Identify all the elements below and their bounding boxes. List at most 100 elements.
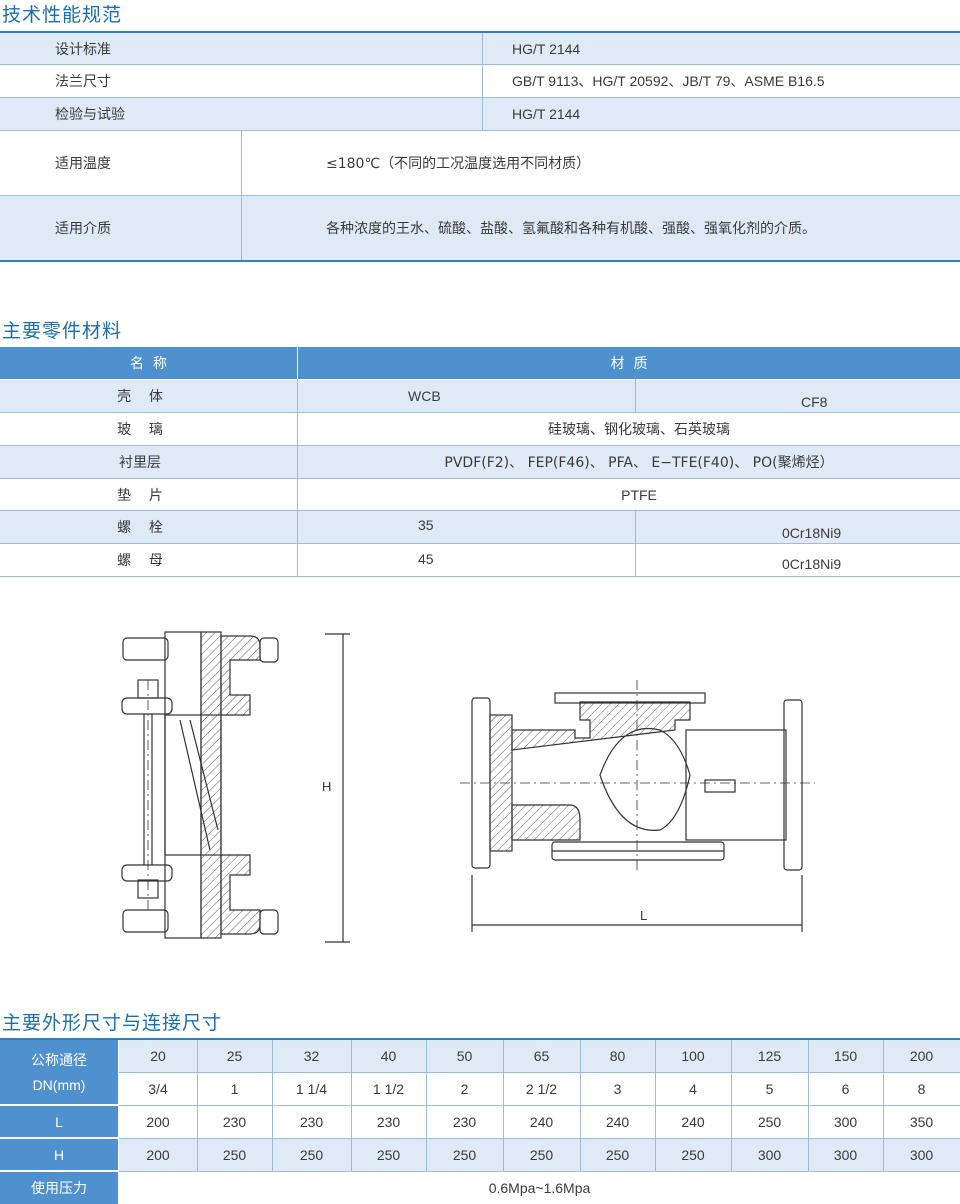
dims-cell-l: 300 [833, 1114, 858, 1130]
spec-row-band [0, 33, 960, 64]
dims-row-band [119, 1040, 960, 1072]
col-divider [503, 1040, 504, 1171]
dims-dn-label-1: 公称通径 [31, 1053, 87, 1069]
dims-cell-dn: 200 [909, 1048, 934, 1064]
col-divider [351, 1040, 352, 1171]
row-divider [119, 1138, 960, 1139]
material-name-nut: 螺 母 [117, 553, 163, 569]
row-divider [0, 478, 960, 479]
dims-cell-l: 230 [452, 1114, 477, 1130]
row-divider [0, 412, 960, 413]
dims-cell-inch: 2 [460, 1081, 469, 1097]
dims-cell-h: 250 [299, 1147, 324, 1163]
dims-top-rule [0, 1038, 960, 1040]
dims-cell-h: 200 [146, 1147, 170, 1163]
dims-cell-inch: 1 1/2 [372, 1081, 405, 1097]
materials-header-material: 材 质 [610, 356, 648, 372]
dims-cell-inch: 1 [230, 1081, 239, 1097]
dims-cell-dn: 40 [380, 1048, 397, 1064]
spec-label-flange-size: 法兰尺寸 [55, 74, 111, 90]
dims-cell-inch: 1 1/4 [295, 1081, 328, 1097]
dims-cell-dn: 25 [226, 1048, 243, 1064]
dims-cell-dn: 100 [681, 1048, 705, 1064]
dims-h-label: H [53, 1146, 65, 1163]
dims-cell-inch: 4 [689, 1081, 697, 1097]
col-divider [482, 33, 483, 130]
dims-cell-l: 200 [146, 1114, 170, 1130]
col-divider [241, 130, 242, 260]
dims-label-dn [0, 1040, 118, 1104]
col-divider [272, 1040, 273, 1171]
col-divider [580, 1040, 581, 1171]
dims-cell-h: 300 [909, 1147, 934, 1163]
dims-cell-inch: 2 1/2 [525, 1081, 558, 1097]
dims-cell-inch: 8 [917, 1081, 926, 1097]
materials-row-band [0, 380, 960, 412]
row-divider [0, 576, 960, 577]
header-divider [297, 347, 298, 379]
material-nut-b: 0Cr18Ni9 [782, 556, 842, 572]
row-divider [119, 1171, 960, 1172]
dims-cell-l: 230 [376, 1114, 401, 1130]
spec-label-medium: 适用介质 [55, 221, 111, 237]
materials-section-title: 主要零件材料 [2, 320, 123, 342]
drawing-l-label: L [640, 907, 648, 923]
dims-cell-dn: 150 [833, 1048, 858, 1064]
dims-cell-h: 300 [757, 1147, 782, 1163]
material-name-bolt: 螺 栓 [117, 520, 163, 536]
materials-header-bar [0, 347, 960, 379]
dims-cell-dn: 50 [456, 1048, 473, 1064]
dims-cell-dn: 32 [303, 1048, 320, 1064]
materials-row-band [0, 511, 960, 543]
col-divider [808, 1040, 809, 1171]
col-divider [197, 1040, 198, 1171]
dims-cell-inch: 3/4 [148, 1081, 168, 1097]
dims-row-band [119, 1138, 960, 1171]
material-glass-value: 硅玻璃、钢化玻璃、石英玻璃 [548, 422, 730, 438]
row-divider [0, 195, 960, 196]
dims-pressure-value: 0.6Mpa~1.6Mpa [488, 1180, 591, 1196]
sight-glass-drawing [121, 631, 815, 943]
spec-top-rule [0, 31, 960, 33]
row-divider [0, 510, 960, 511]
dims-cell-l: 230 [299, 1114, 324, 1130]
dims-label-l-bg [0, 1106, 118, 1137]
row-divider [0, 64, 960, 65]
row-divider [0, 97, 960, 98]
dims-label-pressure-bg [0, 1172, 118, 1204]
dims-cell-inch: 5 [765, 1081, 774, 1097]
row-divider [0, 445, 960, 446]
spec-value-inspection: HG/T 2144 [512, 106, 581, 122]
row-divider [0, 543, 960, 544]
drawing-h-label: H [322, 778, 332, 794]
col-divider [655, 1040, 656, 1171]
dims-cell-dn: 125 [757, 1048, 782, 1064]
material-body-b: CF8 [801, 394, 828, 410]
spec-label-inspection: 检验与试验 [55, 107, 125, 123]
spec-bottom-rule [0, 260, 960, 262]
spec-value-medium: 各种浓度的王水、硫酸、盐酸、氢氟酸和各种有机酸、强酸、强氧化剂的介质。 [326, 221, 816, 237]
dims-cell-inch: 6 [841, 1081, 850, 1097]
material-nut-a: 45 [418, 551, 434, 567]
row-divider [0, 130, 960, 131]
dims-cell-l: 350 [909, 1114, 934, 1130]
dims-cell-h: 250 [452, 1147, 477, 1163]
material-lining-value: PVDF(F2)、 FEP(F46)、 PFA、 E−TFE(F40)、 PO(… [444, 455, 834, 471]
dims-cell-l: 240 [605, 1114, 630, 1130]
dims-cell-dn: 65 [533, 1048, 550, 1064]
col-divider [731, 1040, 732, 1171]
materials-row-band [0, 446, 960, 478]
dims-cell-l: 240 [681, 1114, 705, 1130]
spec-value-temperature: ≤180℃（不同的工况温度选用不同材质） [326, 156, 591, 172]
col-divider [426, 1040, 427, 1171]
spec-section-title: 技术性能规范 [2, 4, 123, 26]
material-name-glass: 玻 璃 [117, 422, 163, 438]
row-divider [119, 1072, 960, 1073]
dims-cell-dn: 20 [150, 1048, 166, 1064]
spec-row-band [0, 98, 960, 130]
dims-cell-h: 250 [376, 1147, 401, 1163]
col-divider [297, 379, 298, 576]
spec-row-band [0, 196, 960, 260]
dims-cell-l: 250 [757, 1114, 782, 1130]
material-name-body: 壳 体 [117, 389, 163, 405]
